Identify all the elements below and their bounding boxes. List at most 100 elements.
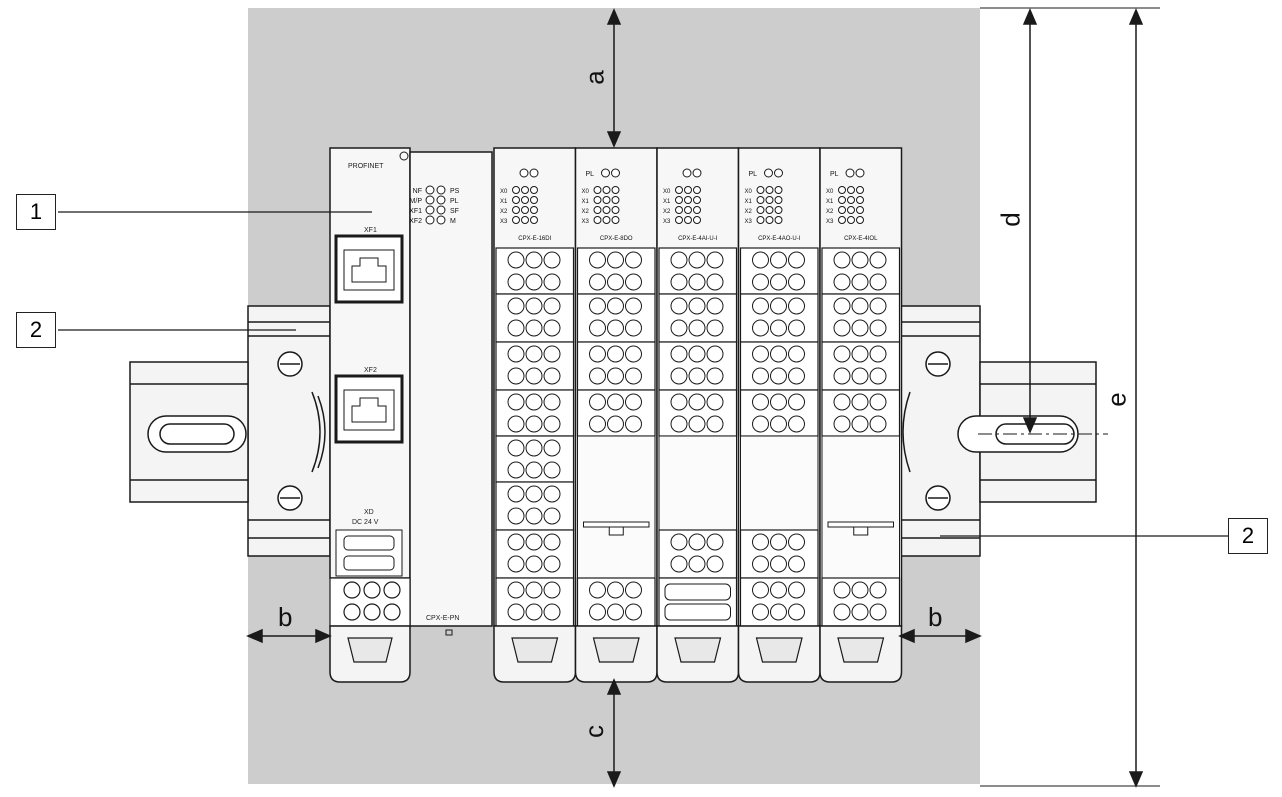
terminal-screw: [788, 581, 805, 599]
terminal-screw: [752, 251, 769, 269]
terminal-screw: [507, 485, 525, 503]
terminal-screw: [543, 273, 561, 291]
terminal-screw: [752, 603, 769, 621]
terminal-screw: [833, 393, 851, 411]
terminal-screw: [788, 297, 805, 315]
terminal-screw: [869, 319, 887, 337]
terminal-screw: [770, 273, 787, 291]
terminal-screw: [507, 273, 525, 291]
terminal-screw: [543, 251, 561, 269]
terminal-screw: [752, 367, 769, 385]
terminal-screw: [525, 345, 543, 363]
led-indicator: [611, 216, 620, 224]
terminal-screw: [589, 345, 606, 363]
blank-cover: [658, 435, 737, 531]
network-name: PROFINET: [348, 163, 384, 170]
terminal-screw: [543, 319, 561, 337]
led-indicator: [611, 168, 620, 178]
terminal-screw: [625, 603, 642, 621]
led-indicator: [684, 186, 692, 194]
led-indicator: [765, 206, 774, 214]
led-indicator: [756, 196, 765, 204]
terminal-screw: [706, 533, 724, 551]
led-label: NF: [413, 188, 422, 195]
clip-lever: [511, 637, 559, 663]
terminal-screw: [770, 345, 787, 363]
terminal-screw: [788, 555, 805, 573]
terminal-screw: [788, 319, 805, 337]
terminal-screw: [507, 603, 525, 621]
terminal-screw: [543, 603, 561, 621]
terminal-screw: [589, 251, 606, 269]
led-label: M/P: [410, 198, 423, 205]
channel-label: X2: [745, 209, 753, 215]
terminal-screw: [833, 297, 851, 315]
led-indicator: [765, 196, 774, 204]
terminal-screw: [625, 367, 642, 385]
led-indicator: [512, 206, 520, 214]
channel-label: X1: [582, 199, 590, 205]
terminal-screw: [688, 251, 706, 269]
terminal-screw: [607, 367, 624, 385]
terminal-screw: [752, 319, 769, 337]
terminal-screw: [851, 345, 869, 363]
dimension-c: c: [579, 725, 609, 738]
led-indicator: [530, 216, 538, 224]
terminal-screw: [788, 345, 805, 363]
terminal-screw: [851, 415, 869, 433]
terminal-screw: [543, 439, 561, 457]
terminal-screw: [688, 367, 706, 385]
led-indicator: [530, 196, 538, 204]
led-indicator: [602, 196, 611, 204]
terminal-screw: [869, 297, 887, 315]
power-voltage: DC 24 V: [352, 519, 379, 526]
terminal-screw: [706, 273, 724, 291]
terminal-screw: [525, 415, 543, 433]
channel-label: X3: [663, 219, 671, 225]
terminal-screw: [507, 345, 525, 363]
channel-label: X1: [663, 199, 671, 205]
module-header-label: PL: [586, 171, 595, 178]
led-indicator: [521, 206, 529, 214]
terminal-screw: [625, 297, 642, 315]
led-indicator: [611, 206, 620, 214]
terminal-screw: [670, 533, 688, 551]
terminal-screw: [770, 533, 787, 551]
din-rail-right: [899, 305, 1097, 557]
led-indicator: [847, 206, 855, 214]
connector-plug: [664, 583, 731, 601]
led-indicator: [756, 206, 765, 214]
led-indicator: [838, 186, 846, 194]
terminal-screw: [507, 393, 525, 411]
bus-node-module: PROFINET XF1 XF2 XD DC 24 V: [329, 147, 411, 579]
led-indicator: [512, 186, 520, 194]
led-indicator: [838, 216, 846, 224]
terminal-screw: [851, 603, 869, 621]
led-indicator: [856, 196, 864, 204]
led-indicator: [512, 216, 520, 224]
terminal-screw: [851, 273, 869, 291]
terminal-screw: [706, 319, 724, 337]
led-indicator: [425, 185, 435, 195]
terminal-screw: [607, 345, 624, 363]
terminal-screw: [770, 581, 787, 599]
terminal-screw: [869, 603, 887, 621]
led-indicator: [519, 168, 529, 178]
terminal-screw: [589, 415, 606, 433]
terminal-screw: [507, 581, 525, 599]
terminal-screw: [752, 415, 769, 433]
terminal-screw: [543, 555, 561, 573]
terminal-screw: [607, 319, 624, 337]
terminal-screw: [589, 367, 606, 385]
led-indicator: [425, 215, 435, 225]
terminal-screw: [589, 297, 606, 315]
terminal-screw: [670, 273, 688, 291]
dimension-e: e: [1101, 392, 1132, 407]
terminal-screw: [788, 367, 805, 385]
terminal-screw: [788, 415, 805, 433]
channel-label: X3: [826, 219, 834, 225]
terminal-screw: [688, 273, 706, 291]
